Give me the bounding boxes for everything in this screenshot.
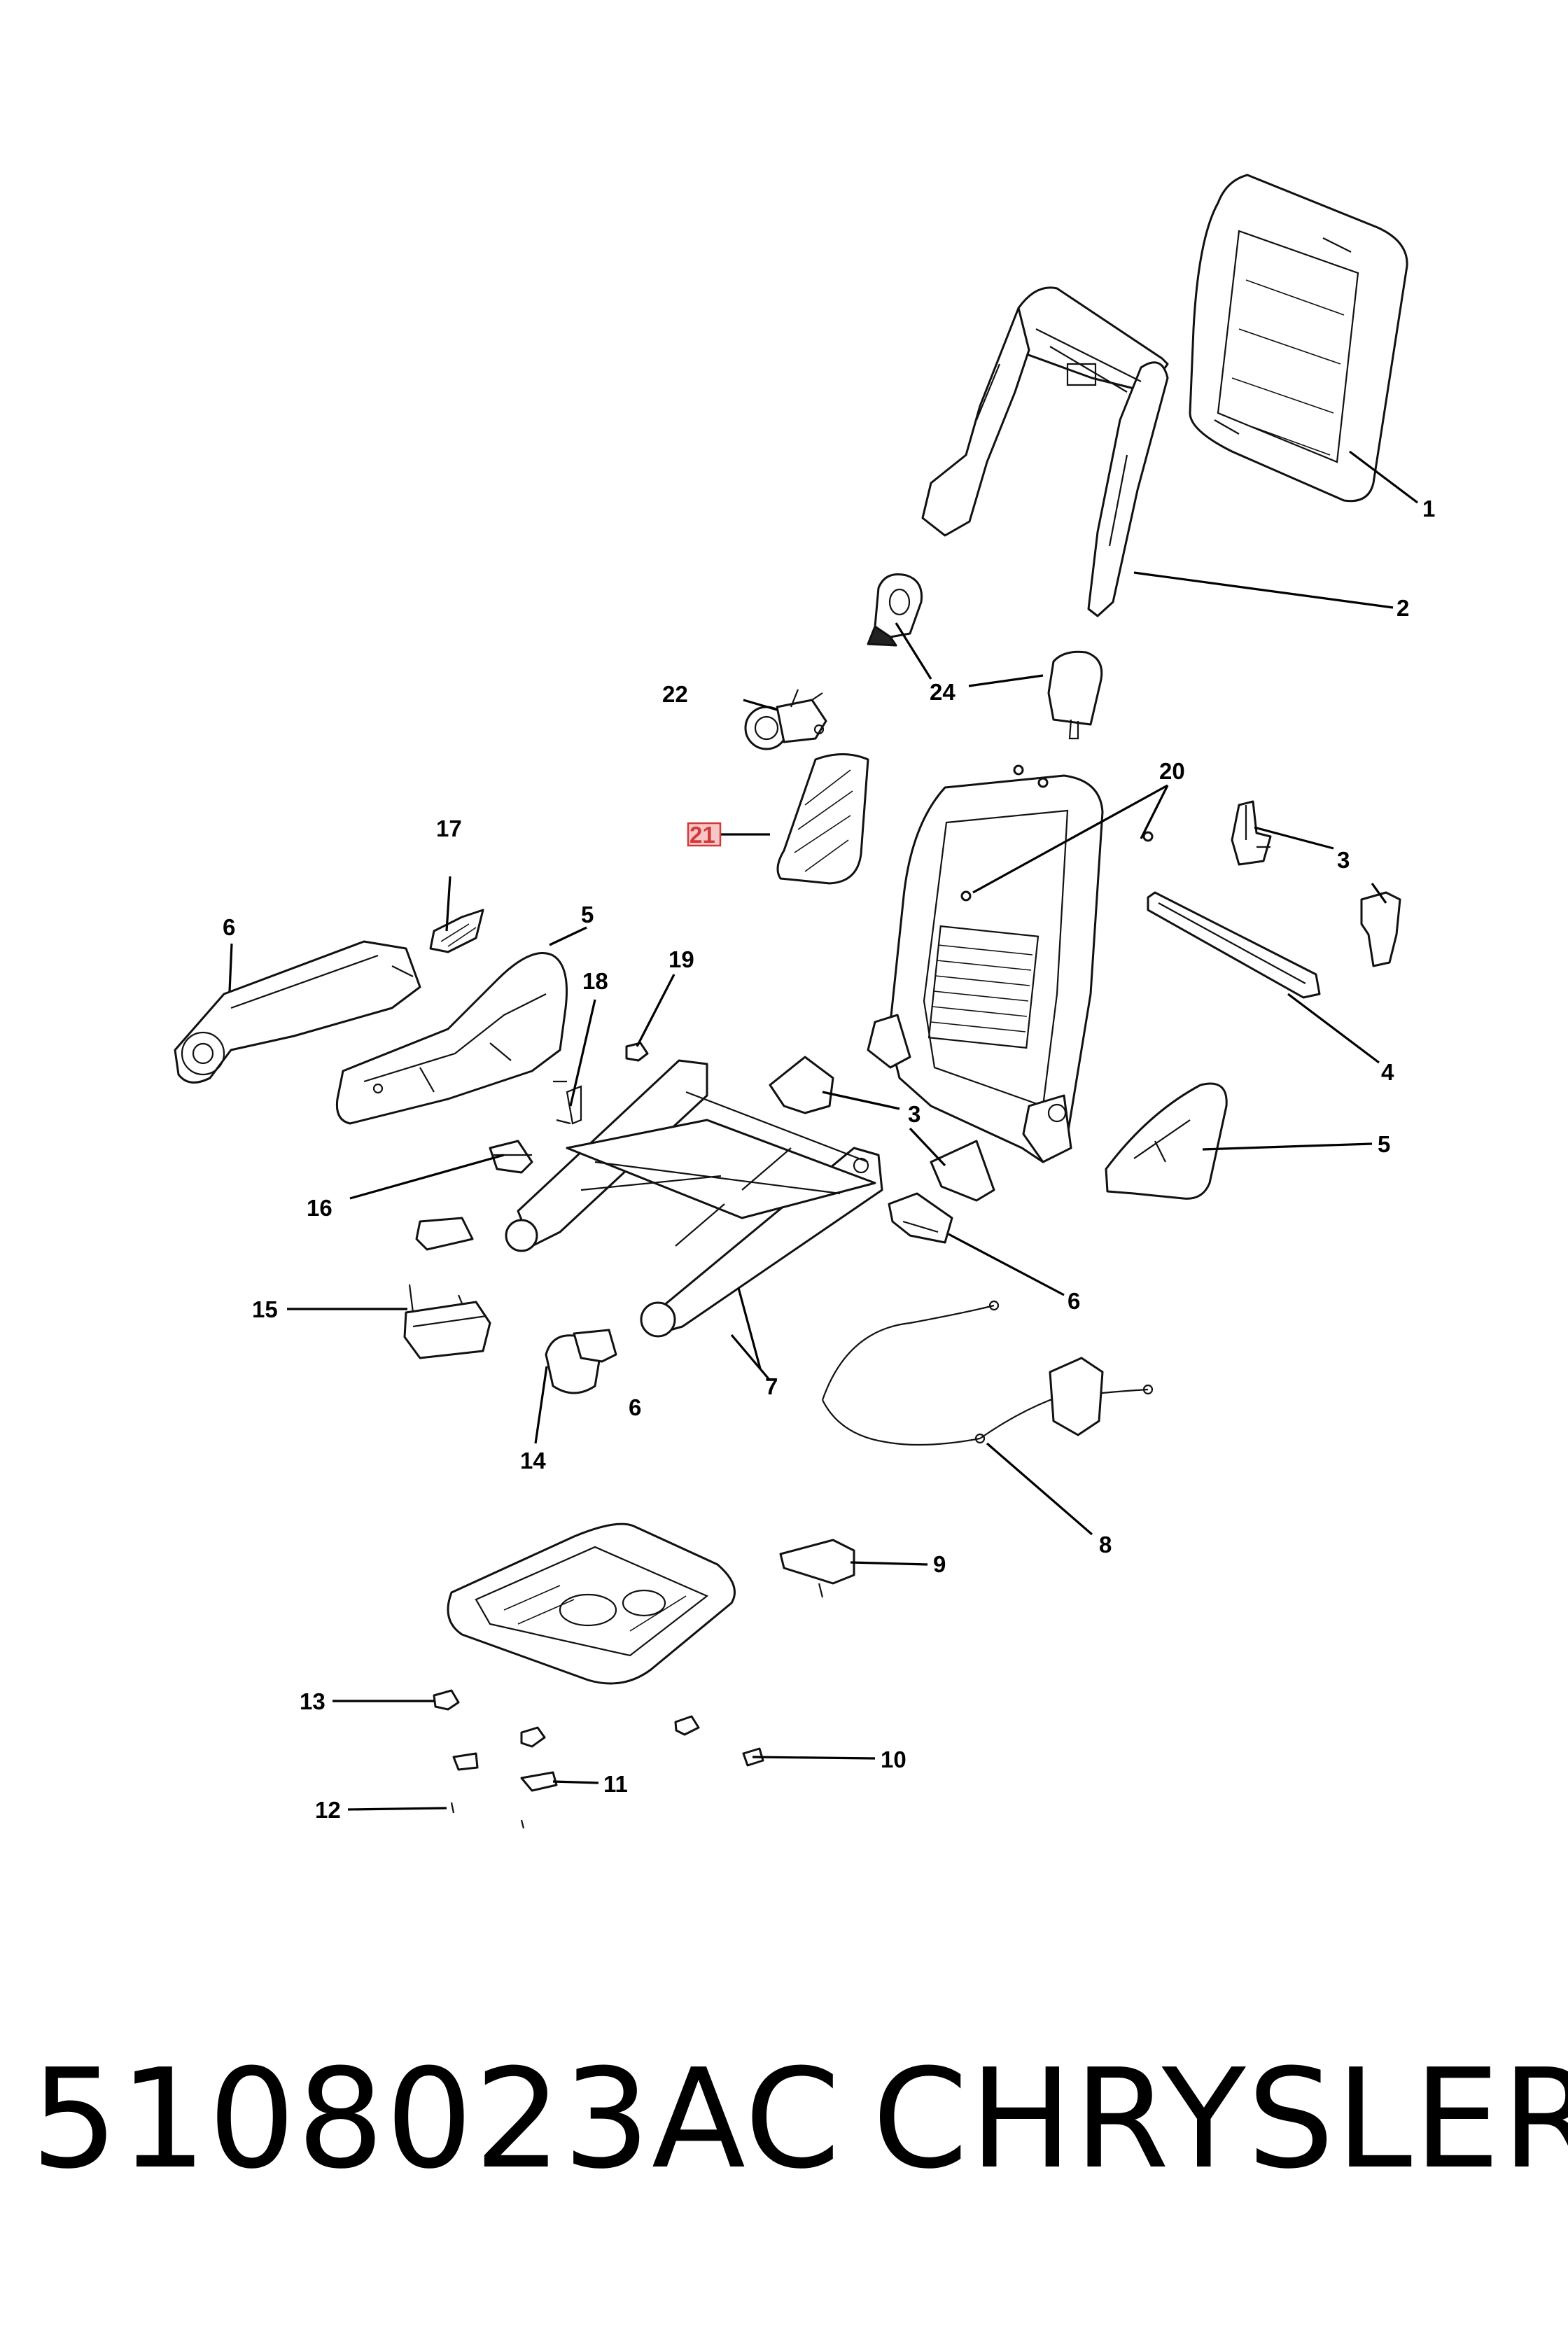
callout-21: 21 <box>690 822 715 848</box>
callout-17: 17 <box>436 816 462 841</box>
callout-24: 24 <box>930 679 955 705</box>
callout-6-left: 6 <box>223 914 235 940</box>
hardware-fasteners <box>433 1689 764 1829</box>
part-17-bracket <box>429 909 484 953</box>
callout-6-right: 6 <box>1068 1288 1080 1314</box>
callout-7: 7 <box>765 1373 778 1399</box>
callout-13: 13 <box>300 1688 326 1714</box>
callout-11: 11 <box>603 1771 628 1797</box>
footer: 5108023AC CHRYSLER <box>0 2051 1568 2261</box>
callout-5-left: 5 <box>581 902 594 927</box>
part-3-brackets-upper <box>1231 800 1401 967</box>
part-22-lumbar-motor <box>744 689 827 750</box>
callout-8: 8 <box>1099 1532 1112 1558</box>
callout-labels: 1 2 3 3 4 5 5 6 6 6 7 8 9 10 11 12 13 14… <box>223 496 1435 1823</box>
part-number: 5108023AC <box>31 2040 842 2199</box>
callout-21-highlight <box>687 822 722 847</box>
callout-18: 18 <box>582 968 608 994</box>
brand-name: CHRYSLER <box>872 2040 1568 2199</box>
callout-4: 4 <box>1381 1059 1394 1085</box>
part-15-control-module <box>403 1217 491 1359</box>
part-5-cushion-trim-right <box>1105 1082 1228 1200</box>
part-4-cross-member <box>1147 891 1321 999</box>
part-6-bracket-right <box>888 1192 953 1244</box>
leader-lines <box>228 450 1418 1811</box>
callout-19: 19 <box>668 946 694 972</box>
part-9-module <box>779 1539 855 1598</box>
part-20-seat-back-frame <box>867 764 1154 1163</box>
part-6-side-shield-left <box>174 940 421 1084</box>
callout-2: 2 <box>1396 595 1409 621</box>
callout-9: 9 <box>933 1551 946 1577</box>
part-24-headrest-guides <box>867 573 1103 740</box>
callout-15: 15 <box>252 1296 278 1322</box>
seat-pan <box>447 1522 736 1685</box>
callout-20: 20 <box>1159 758 1185 784</box>
part-3-brackets-middle <box>769 1056 995 1202</box>
callout-6-bottom: 6 <box>629 1394 641 1420</box>
callout-5-right: 5 <box>1378 1131 1390 1157</box>
callout-16: 16 <box>307 1195 332 1221</box>
part-7-seat-adjuster <box>505 1059 883 1338</box>
callout-3-middle: 3 <box>908 1101 920 1127</box>
part-14-motor-cup <box>545 1329 617 1394</box>
callout-10: 10 <box>881 1746 906 1772</box>
callout-1: 1 <box>1422 496 1435 522</box>
callout-22: 22 <box>662 681 688 707</box>
callout-14: 14 <box>520 1448 546 1474</box>
part-8-cable-assembly <box>821 1300 1154 1446</box>
callout-12: 12 <box>315 1797 341 1823</box>
part-2-seat-back-frame <box>921 286 1169 617</box>
part-5-cushion-trim-left <box>335 952 568 1125</box>
part-18-wire-bracket <box>553 1080 582 1125</box>
part-21-side-airbag <box>776 753 869 885</box>
callout-3-upper: 3 <box>1337 847 1350 873</box>
part-1-seat-back-panel <box>1189 174 1408 503</box>
seat-exploded-diagram: 1 2 3 3 4 5 5 6 6 6 7 8 9 10 11 12 13 14… <box>174 174 1435 1829</box>
